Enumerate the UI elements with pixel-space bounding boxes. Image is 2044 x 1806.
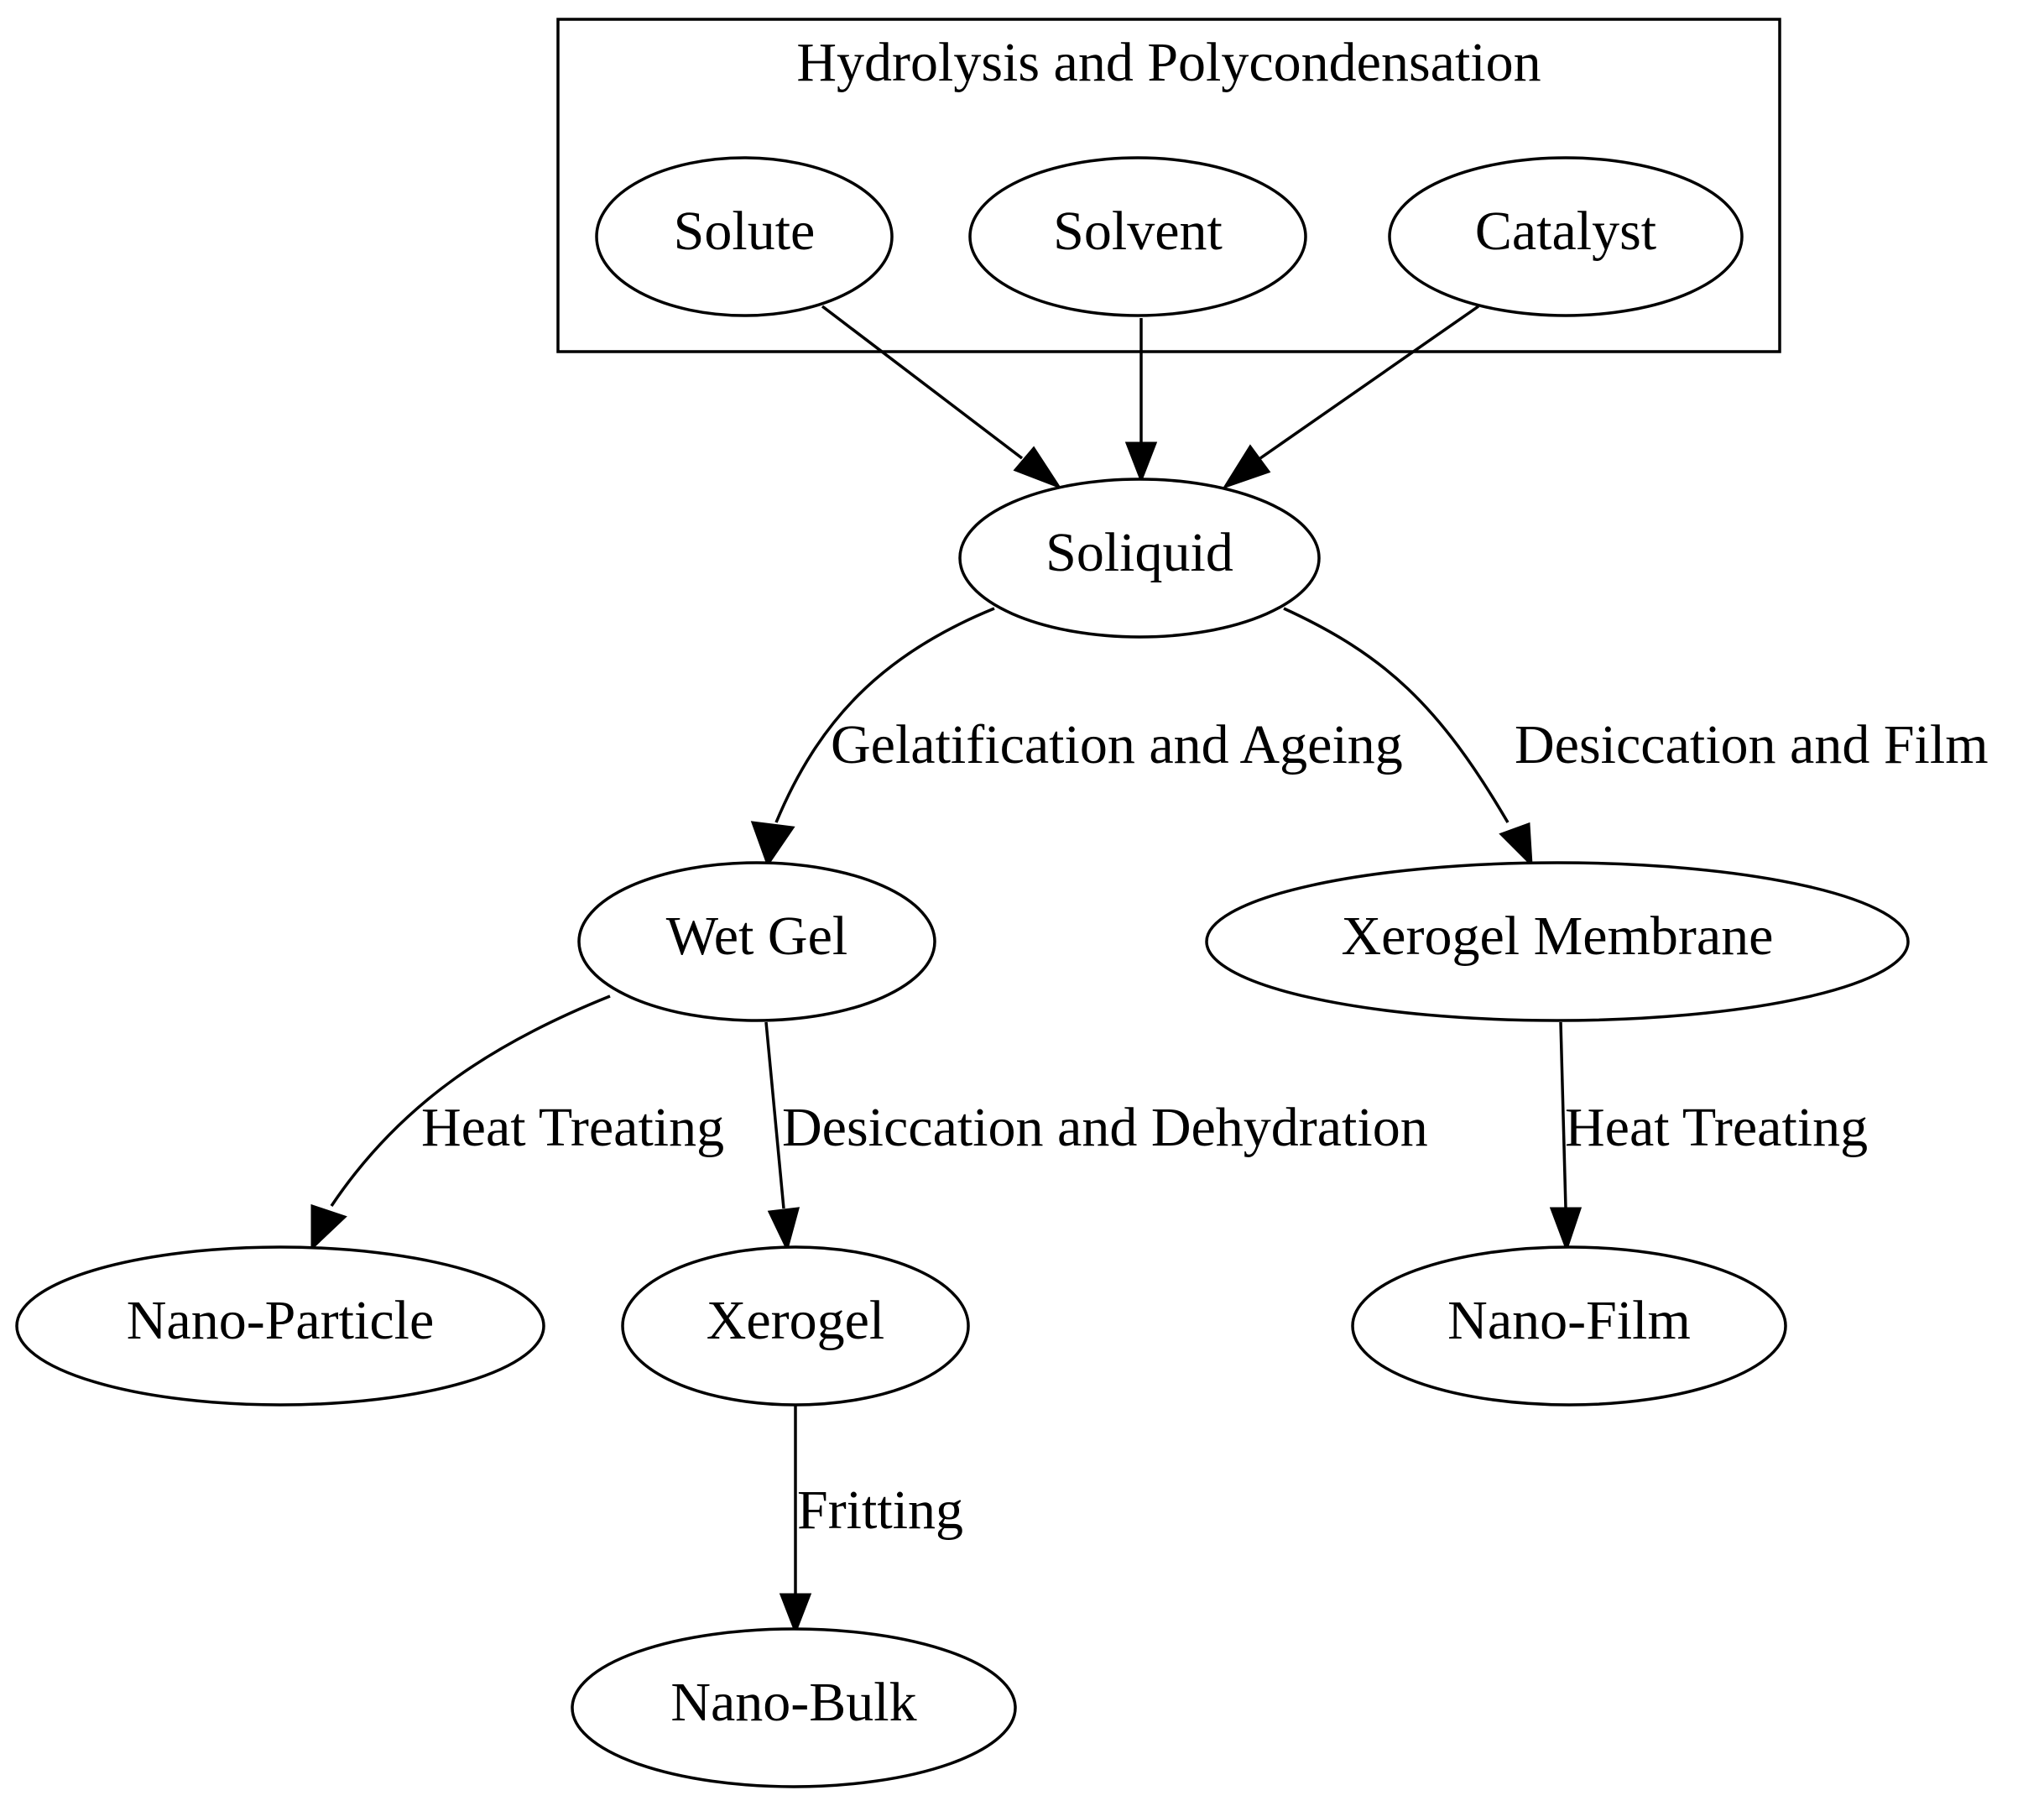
node-xerogel-membrane-label: Xerogel Membrane [1342, 906, 1774, 967]
edge-solute-soliquid [821, 305, 1024, 460]
node-soliquid-label: Soliquid [1045, 522, 1233, 583]
cluster-label: Hydrolysis and Polycondensation [796, 32, 1541, 93]
edge-wet-gel-nano-particle [330, 994, 611, 1207]
arrowhead-xerogel-membrane-nano-film [1549, 1207, 1583, 1253]
arrowhead-wet-gel-xerogel [767, 1207, 800, 1253]
node-xerogel-label: Xerogel [707, 1290, 885, 1351]
node-nano-particle: Nano-Particle [15, 1245, 545, 1407]
edge-label-desiccation-dehydration: Desiccation and Dehydration [782, 1097, 1428, 1158]
node-catalyst: Catalyst [1388, 156, 1744, 317]
edge-soliquid-wet-gel [774, 607, 995, 823]
node-nano-film-label: Nano-Film [1447, 1290, 1691, 1351]
edge-label-heat-treating-particle: Heat Treating [421, 1097, 724, 1158]
node-solute-label: Solute [674, 201, 816, 262]
arrowhead-solvent-soliquid [1124, 441, 1158, 484]
edge-label-heat-treating-film: Heat Treating [1565, 1097, 1868, 1158]
arrowhead-solute-soliquid [1013, 446, 1062, 490]
edge-label-fritting: Fritting [797, 1480, 963, 1541]
edge-soliquid-xerogel-membrane [1283, 607, 1510, 823]
node-soliquid: Soliquid [958, 478, 1321, 639]
node-xerogel: Xerogel [621, 1245, 970, 1407]
node-solvent-label: Solvent [1053, 201, 1223, 262]
node-catalyst-label: Catalyst [1475, 201, 1656, 262]
edge-xerogel-membrane-nano-film [1559, 1021, 1567, 1209]
node-nano-bulk: Nano-Bulk [571, 1627, 1017, 1788]
node-solute: Solute [595, 156, 894, 317]
edge-label-desiccation-film: Desiccation and Film [1515, 714, 1989, 775]
node-xerogel-membrane: Xerogel Membrane [1205, 861, 1910, 1022]
arrowhead-catalyst-soliquid [1222, 444, 1271, 489]
nodes: Solute Solvent Catalyst Soliquid Wet Gel… [15, 156, 1910, 1788]
arrowhead-xerogel-nano-bulk [779, 1593, 812, 1636]
node-nano-particle-label: Nano-Particle [127, 1290, 435, 1351]
edges: Gelatification and Ageing Desiccation an… [310, 305, 1989, 1636]
node-solvent: Solvent [968, 156, 1307, 317]
node-wet-gel: Wet Gel [577, 861, 936, 1022]
edge-label-gelatification: Gelatification and Ageing [831, 714, 1403, 775]
node-nano-film: Nano-Film [1351, 1245, 1787, 1407]
node-wet-gel-label: Wet Gel [666, 906, 847, 967]
edge-catalyst-soliquid [1259, 305, 1479, 460]
edge-wet-gel-xerogel [764, 1021, 785, 1209]
arrowhead-wet-gel-nano-particle [310, 1203, 347, 1251]
arrowhead-soliquid-xerogel-membrane [1499, 822, 1533, 868]
arrowhead-soliquid-wet-gel [750, 821, 795, 868]
node-nano-bulk-label: Nano-Bulk [670, 1672, 916, 1733]
